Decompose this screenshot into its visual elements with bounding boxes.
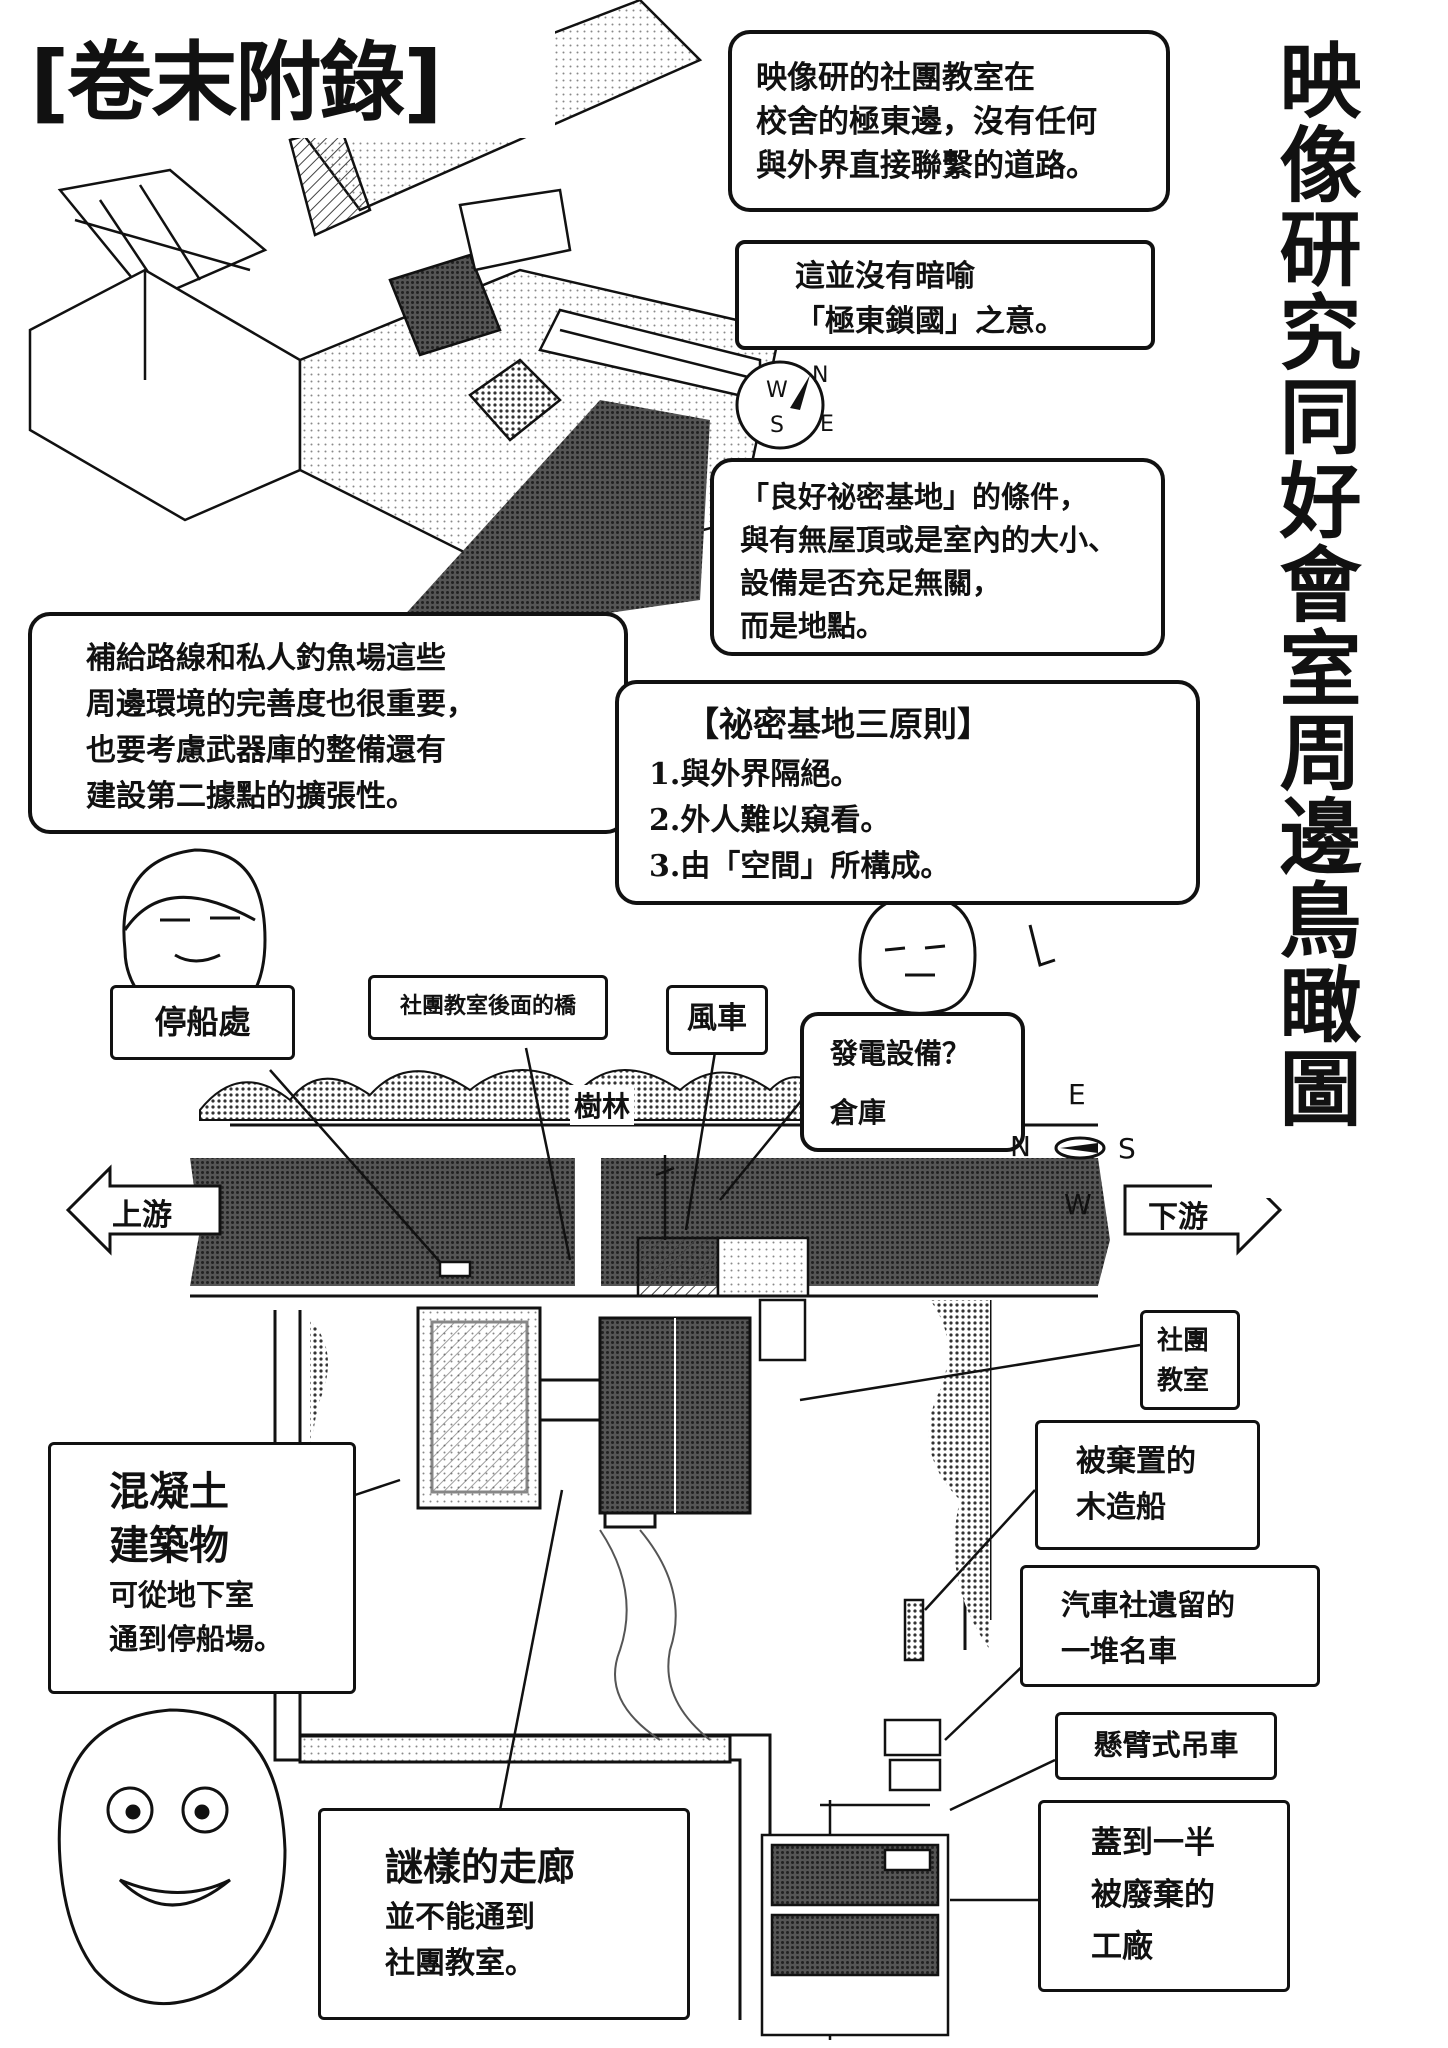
concrete-body: 通到停船場。: [109, 1622, 284, 1656]
upstream-text: 上游: [112, 1198, 172, 1233]
supply-line: 建設第二據點的擴張性。: [86, 779, 416, 814]
abandoned-boat-line: 木造船: [1076, 1490, 1166, 1525]
note-line: 這並沒有暗喻: [795, 259, 975, 294]
top-aerial-sketch: [28, 0, 782, 660]
label-corridor: 謎樣的走廊 並不能通到 社團教室。: [318, 1808, 690, 2020]
factory-line: 蓋到一半: [1091, 1825, 1215, 1861]
character-face-1: [122, 848, 267, 1028]
club-room-building: [598, 1316, 752, 1529]
boat-cars-factory: [760, 1598, 950, 2040]
intro-line: 與外界直接聯繫的道路。: [756, 148, 1097, 184]
club-room-line: 教室: [1157, 1366, 1210, 1396]
concrete-title: 混凝土: [109, 1469, 229, 1515]
back-bridge-text: 社團教室後面的橋: [399, 994, 576, 1019]
supply-line: 周邊環境的完善度也很重要，: [86, 687, 476, 722]
supply-line: 也要考慮武器庫的整備還有: [86, 733, 446, 768]
compass-map-s: S: [1118, 1132, 1136, 1165]
windmill-text: 風車: [687, 1001, 747, 1036]
warehouse-text: 倉庫: [830, 1096, 887, 1129]
label-boat-dock: 停船處: [110, 985, 295, 1060]
label-abandoned-boat: 被棄置的 木造船: [1035, 1420, 1260, 1550]
appendix-label: [卷末附錄]: [30, 33, 443, 133]
concrete-body: 可從地下室: [109, 1578, 255, 1612]
riverside-structures: [438, 1155, 810, 1362]
path-network: [599, 1529, 711, 1741]
cars-line: 汽車社遺留的: [1061, 1588, 1236, 1622]
condition-bubble: 「良好祕密基地」的條件， 與有無屋頂或是室內的大小、 設備是否充足無關， 而是地…: [710, 458, 1165, 656]
abandoned-boat-line: 被棄置的: [1076, 1444, 1196, 1479]
intro-line: 校舍的極東邊，沒有任何: [756, 104, 1097, 140]
corridor-title: 謎樣的走廊: [385, 1845, 576, 1889]
compass-map-w: W: [1064, 1188, 1092, 1221]
condition-line: 與有無屋頂或是室內的大小、: [740, 523, 1118, 557]
intro-bubble: 映像研的社團教室在 校舍的極東邊，沒有任何 與外界直接聯繫的道路。: [728, 30, 1170, 212]
principle-item: 3.由「空間」所構成。: [649, 849, 951, 884]
appendix-header: [卷末附錄]: [30, 28, 555, 138]
intro-line: 映像研的社團教室在: [756, 60, 1035, 96]
concrete-title: 建築物: [109, 1523, 229, 1569]
downstream-text: 下游: [1148, 1200, 1208, 1235]
label-factory: 蓋到一半 被廢棄的 工廠: [1038, 1800, 1290, 1992]
power-text: 發電設備？: [830, 1037, 971, 1070]
crane-text: 懸臂式吊車: [1093, 1728, 1239, 1762]
character-face-2: [858, 893, 1056, 1015]
compass-top-s: S: [770, 413, 784, 438]
label-concrete-building: 混凝土 建築物 可從地下室 通到停船場。: [48, 1442, 356, 1694]
condition-line: 設備是否充足無關，: [740, 566, 1002, 600]
boat-dock-text: 停船處: [154, 1003, 251, 1041]
supply-bubble: 補給路線和私人釣魚場這些 周邊環境的完善度也很重要， 也要考慮武器庫的整備還有 …: [28, 612, 628, 834]
supply-line: 補給路線和私人釣魚場這些: [86, 641, 446, 676]
label-back-bridge: 社團教室後面的橋: [368, 975, 608, 1040]
principle-item: 1.與外界隔絕。: [649, 757, 861, 792]
principles-bubble: 【祕密基地三原則】 1.與外界隔絕。 2.外人難以窺看。 3.由「空間」所構成。: [615, 680, 1200, 905]
character-face-3: [57, 1708, 287, 2006]
leader-lines: [269, 1047, 1141, 1902]
note-bubble: 這並沒有暗喻 「極東鎖國」之意。: [735, 240, 1155, 350]
river: [190, 1158, 1110, 1286]
compass-top-n: N: [812, 363, 829, 388]
compass-map-e: E: [1068, 1078, 1086, 1111]
compass-map-n: N: [1010, 1130, 1031, 1163]
label-windmill: 風車: [666, 985, 768, 1055]
vertical-title-text: 映像研究同好會室周邊鳥瞰圖: [1265, 38, 1360, 1130]
condition-line: 而是地點。: [740, 609, 886, 643]
label-power-warehouse: 發電設備？ 倉庫: [800, 1012, 1025, 1152]
label-club-room: 社團 教室: [1140, 1310, 1240, 1410]
label-cars: 汽車社遺留的 一堆名車: [1020, 1565, 1320, 1687]
compass-top-w: W: [766, 378, 788, 403]
note-line: 「極東鎖國」之意。: [795, 304, 1065, 339]
principles-title: 【祕密基地三原則】: [685, 705, 991, 745]
woods-text: 樹林: [570, 1085, 635, 1125]
factory-line: 被廢棄的: [1091, 1877, 1215, 1913]
compass-map-icon: [1054, 1136, 1106, 1160]
condition-line: 「良好祕密基地」的條件，: [740, 480, 1089, 514]
principle-item: 2.外人難以窺看。: [649, 803, 891, 838]
label-crane: 懸臂式吊車: [1055, 1712, 1277, 1780]
factory-line: 工廠: [1091, 1929, 1153, 1965]
compass-top-icon: [735, 360, 825, 450]
club-room-line: 社團: [1157, 1326, 1210, 1356]
corridor-body: 並不能通到: [385, 1900, 535, 1935]
compass-top-e: E: [820, 412, 834, 437]
corridor-body: 社團教室。: [385, 1946, 535, 1981]
concrete-building: [416, 1306, 602, 1510]
cars-line: 一堆名車: [1061, 1634, 1178, 1668]
vertical-title: 映像研究同好會室周邊鳥瞰圖: [1212, 38, 1412, 1198]
